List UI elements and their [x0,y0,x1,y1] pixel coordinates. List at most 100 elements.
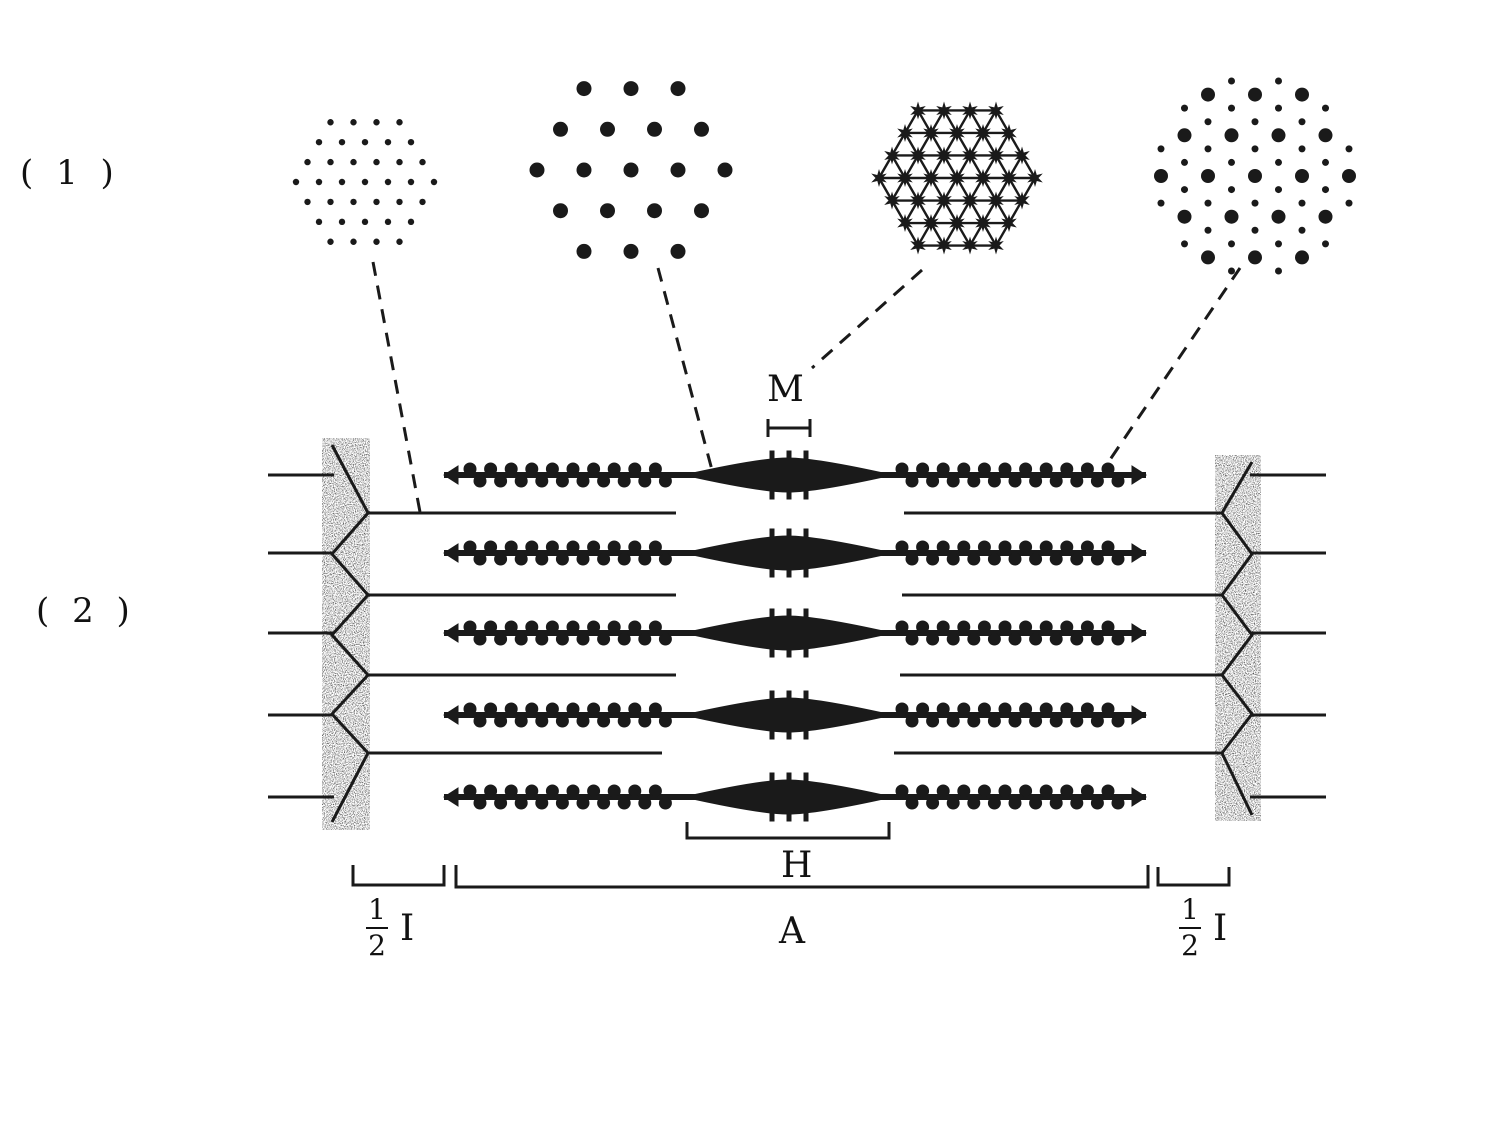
myosin-head [628,462,642,476]
thick-filament-dot [670,243,686,259]
myosin-head [895,702,909,716]
myosin-head [1060,540,1074,554]
lattice-bridge [942,177,959,202]
thin-filament-dot [1322,104,1329,112]
myosin-head [1080,702,1094,716]
myosin-head [638,474,652,488]
thick-filament-dot [1201,169,1215,183]
myosin-head [1029,796,1043,810]
myosin-head [535,796,549,810]
thick-filament-node [884,146,900,165]
myosin-head [1080,620,1094,634]
myosin-head [484,784,498,798]
thick-filament-dot [1201,250,1215,265]
thick-filament-dot [1342,169,1356,183]
thin-filament-dot [1204,118,1212,126]
lattice-bridge [1007,177,1024,202]
myosin-head [1070,474,1084,488]
lattice-bridge [968,154,985,179]
myosin-head [1008,796,1022,810]
thick-filament-tip [443,787,459,807]
myosin-head [987,552,1001,566]
thick-filament-dot [1318,128,1333,143]
myosin-head [1060,620,1074,634]
cross-section-overlap-zone [1154,77,1356,275]
myosin-head [1029,552,1043,566]
myosin-head [617,714,631,728]
myosin-head [494,552,508,566]
a-band-label: A [779,911,805,952]
thin-filament-dot [1345,199,1353,207]
myosin-head [987,632,1001,646]
fraction-bar [366,927,388,929]
myosin-head [905,714,919,728]
myosin-head [648,702,662,716]
lattice-bridge [942,154,959,179]
myosin-head [617,632,631,646]
myosin-head [926,714,940,728]
thick-filament-tip [1131,787,1147,807]
lattice-bridge [916,154,933,179]
myosin-head [1101,540,1115,554]
lattice-bridge [929,154,946,179]
myosin-head [895,784,909,798]
myosin-head [514,474,528,488]
lattice-bridge [903,177,920,202]
thick-filament-dot [1248,250,1262,265]
half-i-band-left-label: 1 2 I [366,896,414,960]
thick-filament-dot [1224,128,1239,143]
myosin-head [1049,796,1063,810]
myosin-head [998,462,1012,476]
myosin-head [587,620,601,634]
myosin-head [566,462,580,476]
lattice-bridge [994,199,1011,224]
myosin-head [607,620,621,634]
thick-filament-dot [1295,250,1309,265]
lattice-bridge [877,154,894,179]
myosin-head [977,620,991,634]
thick-filament-tip [1131,623,1147,643]
thick-filament [443,528,1147,578]
m-line-mark [803,450,809,500]
myosin-head [555,796,569,810]
myosin-head [607,784,621,798]
m-line-mark [786,528,792,578]
myosin-head [977,702,991,716]
thick-filament-dot [647,203,662,219]
thick-filament-dot [623,162,639,178]
myosin-head [494,714,508,728]
lattice-bridge [981,132,998,157]
myosin-head [998,540,1012,554]
thin-filament-dot [1228,158,1235,166]
myosin-head [504,620,518,634]
myosin-head [607,462,621,476]
myosin-head [463,702,477,716]
thick-filament-node [897,214,913,232]
lattice-bridge [942,109,959,134]
a-band-bracket [454,865,1150,889]
thick-filament-dot [694,121,709,137]
outer-thin-filament-stubs [268,473,1326,799]
thin-filament-dot [1251,226,1259,234]
lattice-bridge [942,222,959,247]
thick-filament-tip [443,623,459,643]
myosin-head [576,796,590,810]
thin-filament-dot [1228,104,1235,112]
z-disc-right [1215,455,1261,821]
myosin-head [607,540,621,554]
thick-filament-node [949,214,965,232]
thick-filament-node [1014,146,1030,165]
myosin-head [555,632,569,646]
thin-filament-dot [327,119,334,126]
lattice-bridge [890,154,907,179]
m-line-mark [803,690,809,740]
myosin-head [484,540,498,554]
thin-filament-dot [1204,226,1212,234]
leader-lines [371,261,1242,513]
thick-filament-node [975,214,991,232]
fraction-denominator: 2 [1181,929,1199,962]
thick-filament-node [910,101,926,120]
myosin-head [1080,462,1094,476]
fraction-bar [1179,927,1201,929]
myosin-head [1039,784,1053,798]
